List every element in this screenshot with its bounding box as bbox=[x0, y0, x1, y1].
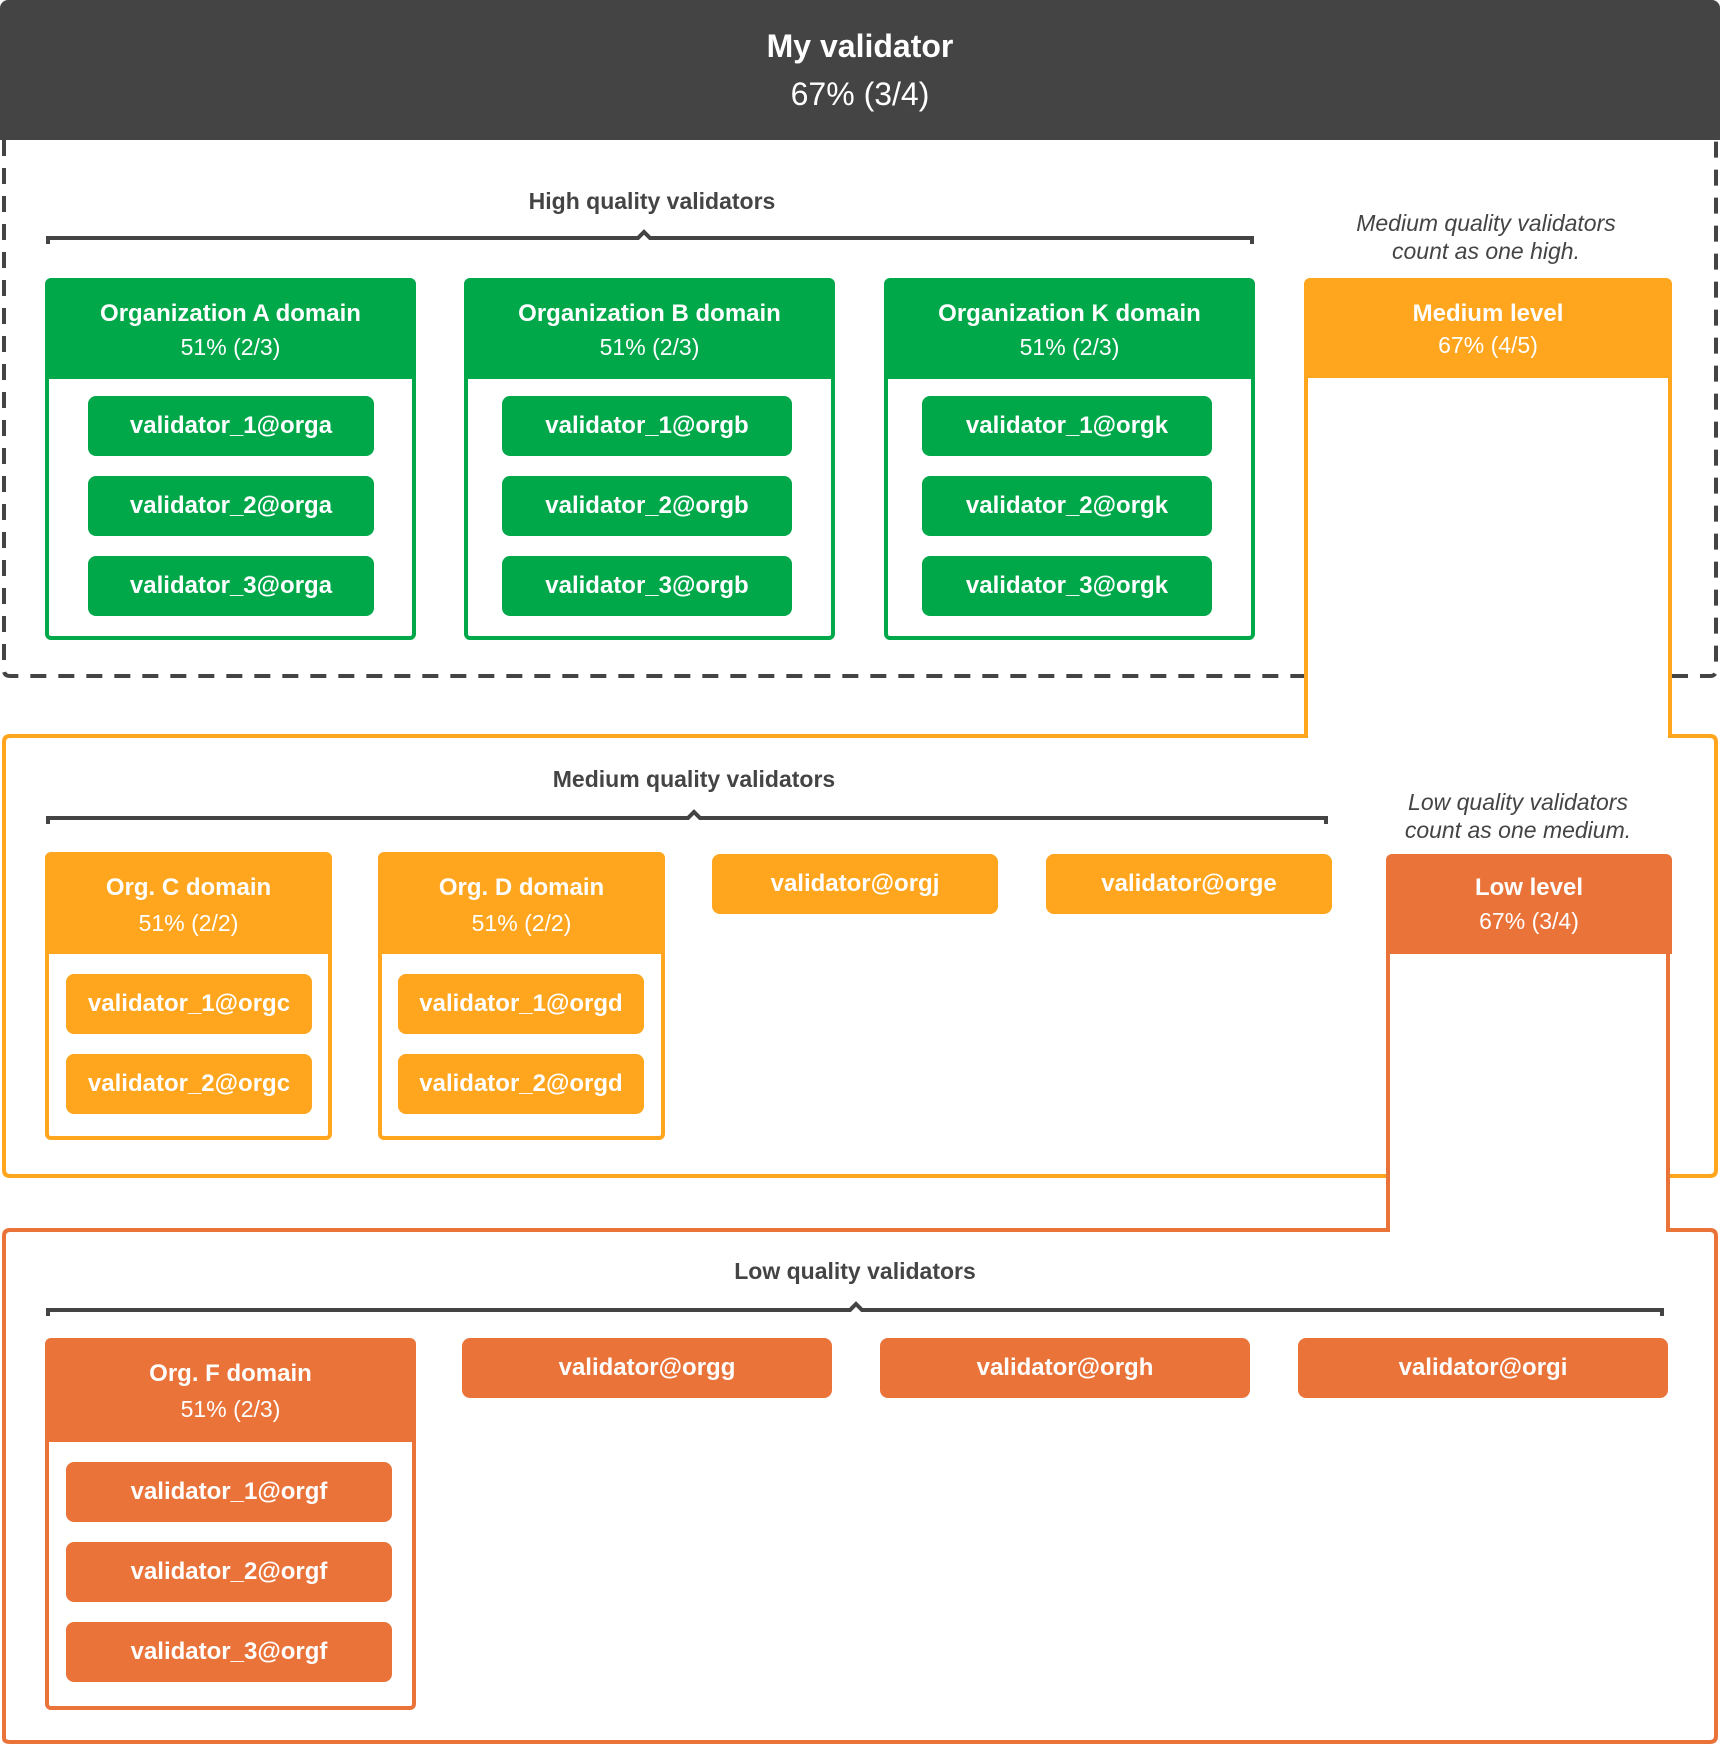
validator-node[interactable]: validator_1@orgd bbox=[398, 974, 644, 1034]
domain-threshold: 51% (2/2) bbox=[138, 910, 239, 936]
high-group-outline bbox=[2, 140, 1718, 678]
validator-node[interactable]: validator_3@orgb bbox=[502, 556, 792, 616]
high-section-title: High quality validators bbox=[528, 188, 776, 214]
high-brace bbox=[46, 229, 1254, 244]
validator-node[interactable]: validator_2@orgk bbox=[922, 476, 1212, 536]
low-brace bbox=[46, 1301, 1664, 1316]
domain-header: Organization A domain 51% (2/3) bbox=[49, 282, 412, 379]
medium-brace bbox=[46, 809, 1328, 824]
domain-header: Org. C domain 51% (2/2) bbox=[49, 856, 328, 954]
validator-node-orge[interactable]: validator@orge bbox=[1046, 854, 1332, 914]
domain-threshold: 51% (2/2) bbox=[471, 910, 572, 936]
validator-node[interactable]: validator_2@orgc bbox=[66, 1054, 312, 1114]
low-section-title: Low quality validators bbox=[734, 1258, 976, 1284]
level-name: Low level bbox=[1474, 874, 1584, 901]
domain-threshold: 51% (2/3) bbox=[599, 334, 700, 360]
domain-header: Organization K domain 51% (2/3) bbox=[888, 282, 1251, 379]
validator-node[interactable]: validator_1@orgc bbox=[66, 974, 312, 1034]
level-header: Low level 67% (3/4) bbox=[1386, 854, 1672, 954]
validator-node-orgj[interactable]: validator@orgj bbox=[712, 854, 998, 914]
domain-header: Org. F domain 51% (2/3) bbox=[49, 1342, 412, 1442]
validator-node[interactable]: validator_3@orga bbox=[88, 556, 374, 616]
root-validator-header: My validator 67% (3/4) bbox=[0, 0, 1720, 140]
domain-threshold: 51% (2/3) bbox=[180, 1396, 281, 1422]
medium-section-title: Medium quality validators bbox=[552, 766, 836, 792]
domain-name: Org. F domain bbox=[149, 1360, 312, 1387]
low-level-box: Low level 67% (3/4) bbox=[1386, 854, 1672, 954]
domain-name: Org. D domain bbox=[438, 874, 605, 901]
validator-node-orgi[interactable]: validator@orgi bbox=[1298, 1338, 1668, 1398]
medium-level-box: Medium level 67% (4/5) bbox=[1304, 278, 1672, 378]
validator-node[interactable]: validator_1@orga bbox=[88, 396, 374, 456]
validator-node-orgg[interactable]: validator@orgg bbox=[462, 1338, 832, 1398]
domain-header: Org. D domain 51% (2/2) bbox=[382, 856, 661, 954]
validator-node[interactable]: validator_2@orga bbox=[88, 476, 374, 536]
level-name: Medium level bbox=[1412, 300, 1564, 327]
root-threshold: 67% (3/4) bbox=[790, 76, 930, 112]
validator-node-orgh[interactable]: validator@orgh bbox=[880, 1338, 1250, 1398]
high-note-line1: Medium quality validators bbox=[1356, 210, 1616, 236]
domain-header: Organization B domain 51% (2/3) bbox=[468, 282, 831, 379]
root-title: My validator bbox=[766, 28, 954, 64]
domain-name: Org. C domain bbox=[105, 874, 272, 901]
domain-name: Organization A domain bbox=[100, 300, 361, 327]
validator-node[interactable]: validator_1@orgf bbox=[66, 1462, 392, 1522]
domain-name: Organization B domain bbox=[518, 300, 781, 327]
high-note-line2: count as one high. bbox=[1392, 238, 1580, 264]
level-threshold: 67% (3/4) bbox=[1479, 908, 1579, 934]
domain-name: Organization K domain bbox=[938, 300, 1201, 327]
validator-node[interactable]: validator_2@orgd bbox=[398, 1054, 644, 1114]
level-header: Medium level 67% (4/5) bbox=[1304, 278, 1672, 378]
medium-note-line1: Low quality validators bbox=[1408, 789, 1628, 815]
medium-group-outline bbox=[2, 372, 1718, 1178]
validator-node[interactable]: validator_1@orgb bbox=[502, 396, 792, 456]
medium-note-line2: count as one medium. bbox=[1404, 817, 1632, 843]
validator-node[interactable]: validator_3@orgk bbox=[922, 556, 1212, 616]
level-threshold: 67% (4/5) bbox=[1438, 332, 1538, 358]
validator-node[interactable]: validator_3@orgf bbox=[66, 1622, 392, 1682]
domain-threshold: 51% (2/3) bbox=[180, 334, 281, 360]
domain-threshold: 51% (2/3) bbox=[1019, 334, 1120, 360]
validator-node[interactable]: validator_1@orgk bbox=[922, 396, 1212, 456]
validator-node[interactable]: validator_2@orgb bbox=[502, 476, 792, 536]
validator-node[interactable]: validator_2@orgf bbox=[66, 1542, 392, 1602]
low-group-outline bbox=[1, 948, 1718, 1744]
